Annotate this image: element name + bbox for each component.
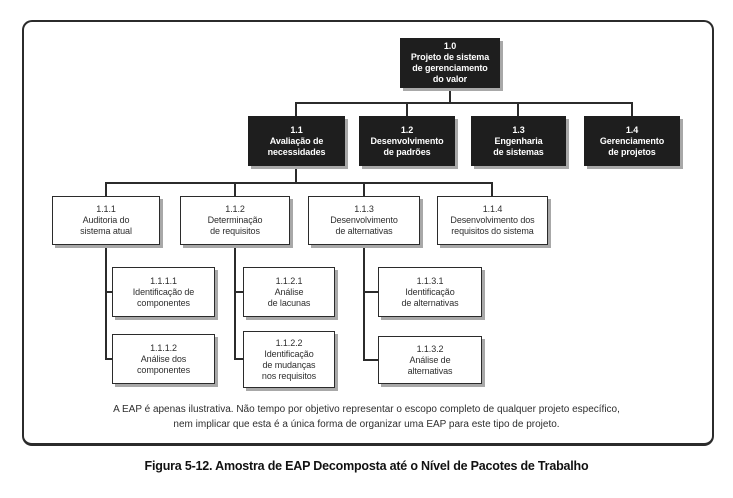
node-label: Engenharia de sistemas	[493, 135, 544, 157]
diagram-note: A EAP é apenas ilustrativa. Não tempo po…	[30, 402, 703, 432]
wbs-node-1-1-3: 1.1.3 Desenvolvimento de alternativas	[308, 196, 420, 245]
connector-line	[363, 291, 378, 293]
node-id: 1.1.2.2	[275, 337, 303, 348]
node-label: Avaliação de necessidades	[267, 135, 326, 157]
node-id: 1.3	[512, 124, 525, 135]
wbs-node-1-1-2: 1.1.2 Determinação de requisitos	[180, 196, 290, 245]
node-id: 1.1.2	[225, 204, 245, 214]
connector-line	[295, 166, 297, 182]
node-id: 1.1.1.1	[150, 275, 177, 286]
node-label: Identificação de componentes	[132, 286, 195, 308]
wbs-node-1-1-1-1: 1.1.1.1 Identificação de componentes	[112, 267, 215, 317]
node-label: Desenvolvimento dos requisitos do sistem…	[450, 215, 535, 236]
diagram-frame	[22, 20, 714, 446]
connector-line	[295, 102, 297, 116]
connector-line	[234, 291, 243, 293]
connector-line	[517, 102, 519, 116]
node-id: 1.1.3	[354, 204, 374, 214]
node-id: 1.1.3.2	[416, 343, 444, 354]
node-id: 1.0	[443, 41, 457, 51]
connector-line	[449, 88, 451, 102]
connector-line	[234, 358, 243, 360]
connector-line	[363, 182, 365, 196]
wbs-node-1-1-4: 1.1.4 Desenvolvimento dos requisitos do …	[437, 196, 548, 245]
node-label: Projeto de sistema de gerenciamento do v…	[410, 52, 490, 84]
node-label: Determinação de requisitos	[207, 215, 263, 236]
connector-line	[296, 102, 633, 104]
wbs-node-1-1-3-2: 1.1.3.2 Análise de alternativas	[378, 336, 482, 384]
connector-line	[234, 182, 236, 196]
node-id: 1.1.1	[96, 204, 116, 214]
node-label: Análise de lacunas	[267, 286, 311, 308]
wbs-node-1-1: 1.1 Avaliação de necessidades	[248, 116, 345, 166]
wbs-node-1-1-3-1: 1.1.3.1 Identificação de alternativas	[378, 267, 482, 317]
node-id: 1.2	[400, 124, 414, 135]
node-id: 1.1.2.1	[275, 275, 303, 286]
node-label: Identificação de mudanças nos requisitos	[261, 348, 317, 381]
wbs-node-1-1-1-2: 1.1.1.2 Análise dos componentes	[112, 334, 215, 384]
node-id: 1.4	[625, 124, 639, 135]
connector-line	[105, 182, 107, 196]
node-label: Identificação de alternativas	[401, 286, 459, 308]
wbs-node-1-1-1: 1.1.1 Auditoria do sistema atual	[52, 196, 160, 245]
connector-line	[106, 182, 493, 184]
connector-line	[406, 102, 408, 116]
node-label: Desenvolvimento de alternativas	[330, 215, 398, 236]
connector-line	[631, 102, 633, 116]
node-id: 1.1	[290, 124, 303, 135]
connector-line	[105, 358, 112, 360]
wbs-node-1-1-2-2: 1.1.2.2 Identificação de mudanças nos re…	[243, 331, 335, 388]
wbs-node-1-4: 1.4 Gerenciamento de projetos	[584, 116, 680, 166]
wbs-node-1-2: 1.2 Desenvolvimento de padrões	[359, 116, 455, 166]
node-id: 1.1.3.1	[416, 275, 444, 286]
node-label: Análise dos componentes	[137, 353, 190, 375]
diagram-note-line-2: nem implicar que esta é a única forma de…	[173, 419, 560, 430]
diagram-note-line-1: A EAP é apenas ilustrativa. Não tempo po…	[113, 404, 620, 415]
node-label: Gerenciamento de projetos	[599, 135, 665, 157]
node-label: Auditoria do sistema atual	[80, 215, 132, 236]
node-id: 1.1.4	[482, 204, 503, 214]
node-label: Desenvolvimento de padrões	[370, 135, 444, 157]
wbs-node-1-1-2-1: 1.1.2.1 Análise de lacunas	[243, 267, 335, 317]
connector-line	[363, 245, 365, 361]
wbs-node-1-3: 1.3 Engenharia de sistemas	[471, 116, 566, 166]
connector-line	[363, 359, 378, 361]
connector-line	[234, 245, 236, 360]
connector-line	[105, 291, 112, 293]
node-id: 1.1.1.2	[150, 342, 177, 353]
connector-line	[105, 245, 107, 360]
node-label: Análise de alternativas	[407, 354, 453, 376]
figure-caption: Figura 5-12. Amostra de EAP Decomposta a…	[144, 459, 589, 473]
wbs-node-1-0: 1.0 Projeto de sistema de gerenciamento …	[400, 38, 500, 88]
connector-line	[491, 182, 493, 196]
